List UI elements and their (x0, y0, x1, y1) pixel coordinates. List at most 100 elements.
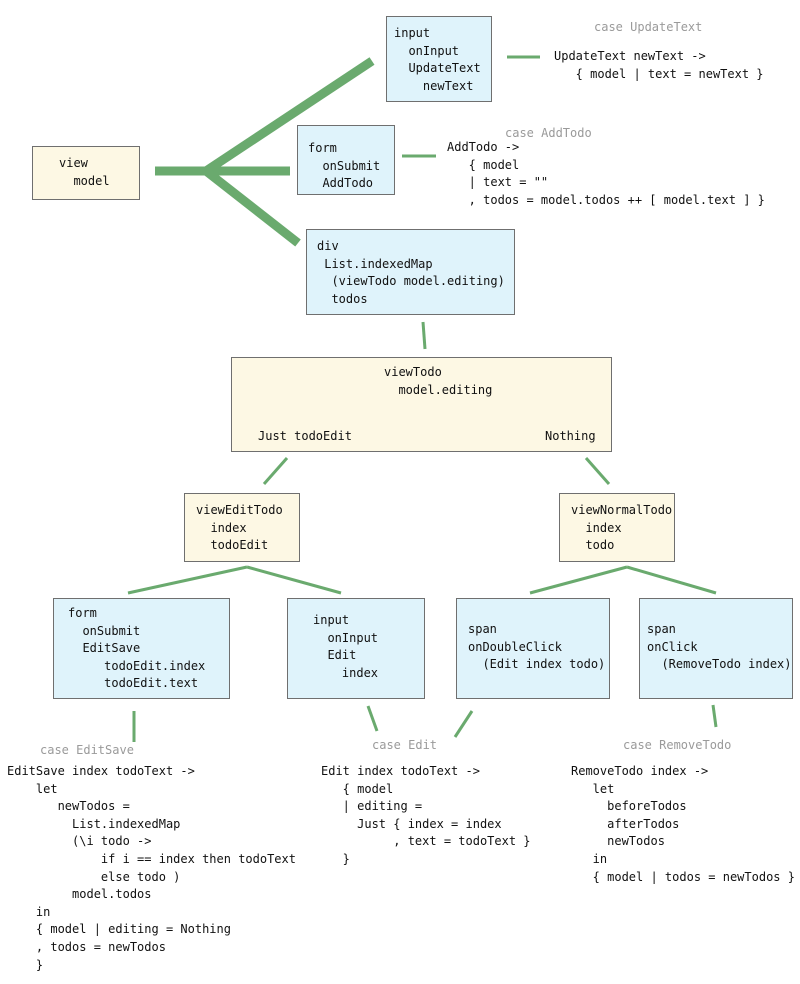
case-editsave-label: case EditSave (40, 743, 134, 757)
input-updatetext-line: input (394, 26, 431, 40)
edit-code-line: | editing = (321, 799, 423, 814)
span-click-line: onClick (647, 639, 698, 654)
editsave-code-line: , todos = newTodos (7, 939, 166, 954)
div-list-line: todos (317, 291, 368, 306)
addtodo-code: AddTodo -> { model | text = "" , todos =… (447, 139, 765, 209)
case-edit-label: case Edit (372, 738, 438, 752)
viewnormaltodo-node: viewNormalTodo index todo (559, 493, 675, 562)
input-updatetext-line: UpdateText (394, 61, 481, 76)
connector-just-to-viewedit (262, 457, 289, 485)
vieweditodo-line: viewEditTodo (196, 503, 283, 517)
form-addtodo-line: onSubmit (308, 158, 381, 173)
removetodo-code-line: beforeTodos (571, 799, 687, 814)
form-addtodo-node: form onSubmit AddTodo (297, 125, 395, 195)
span-doubleclick-line: (Edit index todo) (468, 657, 606, 672)
input-edit-line: onInput (313, 630, 379, 645)
addtodo-code-line: { model (447, 157, 520, 172)
form-editsave-node: form onSubmit EditSave todoEdit.index to… (53, 598, 230, 699)
view-node-line: model (59, 173, 110, 188)
div-list-line: List.indexedMap (317, 256, 433, 271)
editsave-code-line: in (7, 904, 51, 919)
form-addtodo-line: form (308, 141, 337, 155)
input-edit-node: input onInput Edit index (287, 598, 425, 699)
viewtodo-line: viewTodo (384, 365, 442, 379)
connector-viewedit-to-input (246, 565, 342, 595)
connector-viewnormal-to-span2 (626, 565, 717, 595)
editsave-code: EditSave index todoText -> let newTodos … (7, 763, 296, 974)
vieweditodo-node: viewEditTodo index todoEdit (184, 493, 300, 562)
editsave-code-line: { model | editing = Nothing (7, 922, 231, 937)
edit-code-line: Edit index todoText -> (321, 764, 480, 778)
branch-just-label: Just todoEdit (258, 429, 352, 443)
div-list-line: div (317, 239, 339, 253)
case-removetodo-label: case RemoveTodo (623, 738, 732, 752)
connector-nothing-to-viewnormal (584, 457, 611, 485)
connector-div-to-viewtodo (421, 321, 427, 350)
updatetext-code: UpdateText newText -> { model | text = n… (554, 48, 764, 83)
input-edit-line: input (313, 613, 350, 627)
edit-code-line: } (321, 851, 350, 866)
editsave-code-line: newTodos = (7, 799, 130, 814)
form-editsave-line: todoEdit.index (68, 658, 206, 673)
connector-span-to-edit (453, 710, 474, 738)
connector-view-to-div (203, 167, 301, 247)
form-addtodo-line: AddTodo (308, 176, 374, 191)
view-node: view model (32, 146, 140, 200)
addtodo-code-line: , todos = model.todos ++ [ model.text ] … (447, 192, 765, 207)
input-updatetext-line: newText (394, 78, 474, 93)
span-click-line: span (647, 622, 676, 636)
edit-code-line: { model (321, 781, 394, 796)
edit-code-line: , text = todoText } (321, 834, 531, 849)
input-updatetext-node: input onInput UpdateText newText (386, 16, 492, 102)
removetodo-code: RemoveTodo index -> let beforeTodos afte… (571, 763, 795, 886)
editsave-code-line: } (7, 957, 44, 972)
form-editsave-line: form (68, 606, 97, 620)
viewtodo-node: viewTodo model.editing (231, 357, 612, 452)
input-edit-line: Edit (313, 648, 357, 663)
span-doubleclick-node: span onDoubleClick (Edit index todo) (456, 598, 610, 699)
editsave-code-line: List.indexedMap (7, 816, 181, 831)
viewnormaltodo-line: viewNormalTodo (571, 503, 673, 517)
form-editsave-line: todoEdit.text (68, 676, 199, 691)
view-node-line: view (59, 156, 88, 170)
editsave-code-line: EditSave index todoText -> (7, 764, 195, 778)
editsave-code-line: model.todos (7, 887, 152, 902)
removetodo-code-line: in (571, 851, 608, 866)
span-click-line: (RemoveTodo index) (647, 657, 792, 672)
input-edit-line: index (313, 665, 379, 680)
connector-view-to-input (203, 57, 375, 175)
removetodo-code-line: let (571, 781, 615, 796)
editsave-code-line: (\i todo -> (7, 834, 152, 849)
connector-viewnormal-to-span1 (529, 565, 628, 595)
edit-code-line: Just { index = index (321, 816, 502, 831)
span-doubleclick-line: onDoubleClick (468, 639, 562, 654)
removetodo-code-line: newTodos (571, 834, 665, 849)
viewnormaltodo-line: index (571, 520, 622, 535)
editsave-code-line: else todo ) (7, 869, 181, 884)
editsave-code-line: if i == index then todoText (7, 851, 296, 866)
div-list-node: div List.indexedMap (viewTodo model.edit… (306, 229, 515, 315)
removetodo-code-line: afterTodos (571, 816, 680, 831)
case-addtodo-label: case AddTodo (505, 126, 592, 140)
addtodo-code-line: | text = "" (447, 175, 549, 190)
vieweditodo-line: index (196, 520, 247, 535)
input-updatetext-line: onInput (394, 43, 460, 58)
connector-span-to-removetodo (711, 704, 718, 728)
div-list-line: (viewTodo model.editing) (317, 274, 505, 289)
vieweditodo-line: todoEdit (196, 538, 269, 553)
updatetext-code-line: { model | text = newText } (554, 66, 764, 81)
branch-nothing-label: Nothing (545, 429, 596, 443)
edit-code: Edit index todoText -> { model | editing… (321, 763, 531, 869)
case-updatetext-label: case UpdateText (594, 20, 703, 34)
viewnormaltodo-line: todo (571, 538, 615, 553)
connector-input-to-edit (366, 705, 379, 732)
form-editsave-line: onSubmit (68, 623, 141, 638)
form-editsave-line: EditSave (68, 641, 141, 656)
addtodo-code-line: AddTodo -> (447, 140, 520, 154)
removetodo-code-line: RemoveTodo index -> (571, 764, 709, 778)
span-doubleclick-line: span (468, 622, 497, 636)
editsave-code-line: let (7, 781, 58, 796)
connector-viewedit-to-form (127, 565, 248, 595)
updatetext-code-line: UpdateText newText -> (554, 49, 706, 63)
